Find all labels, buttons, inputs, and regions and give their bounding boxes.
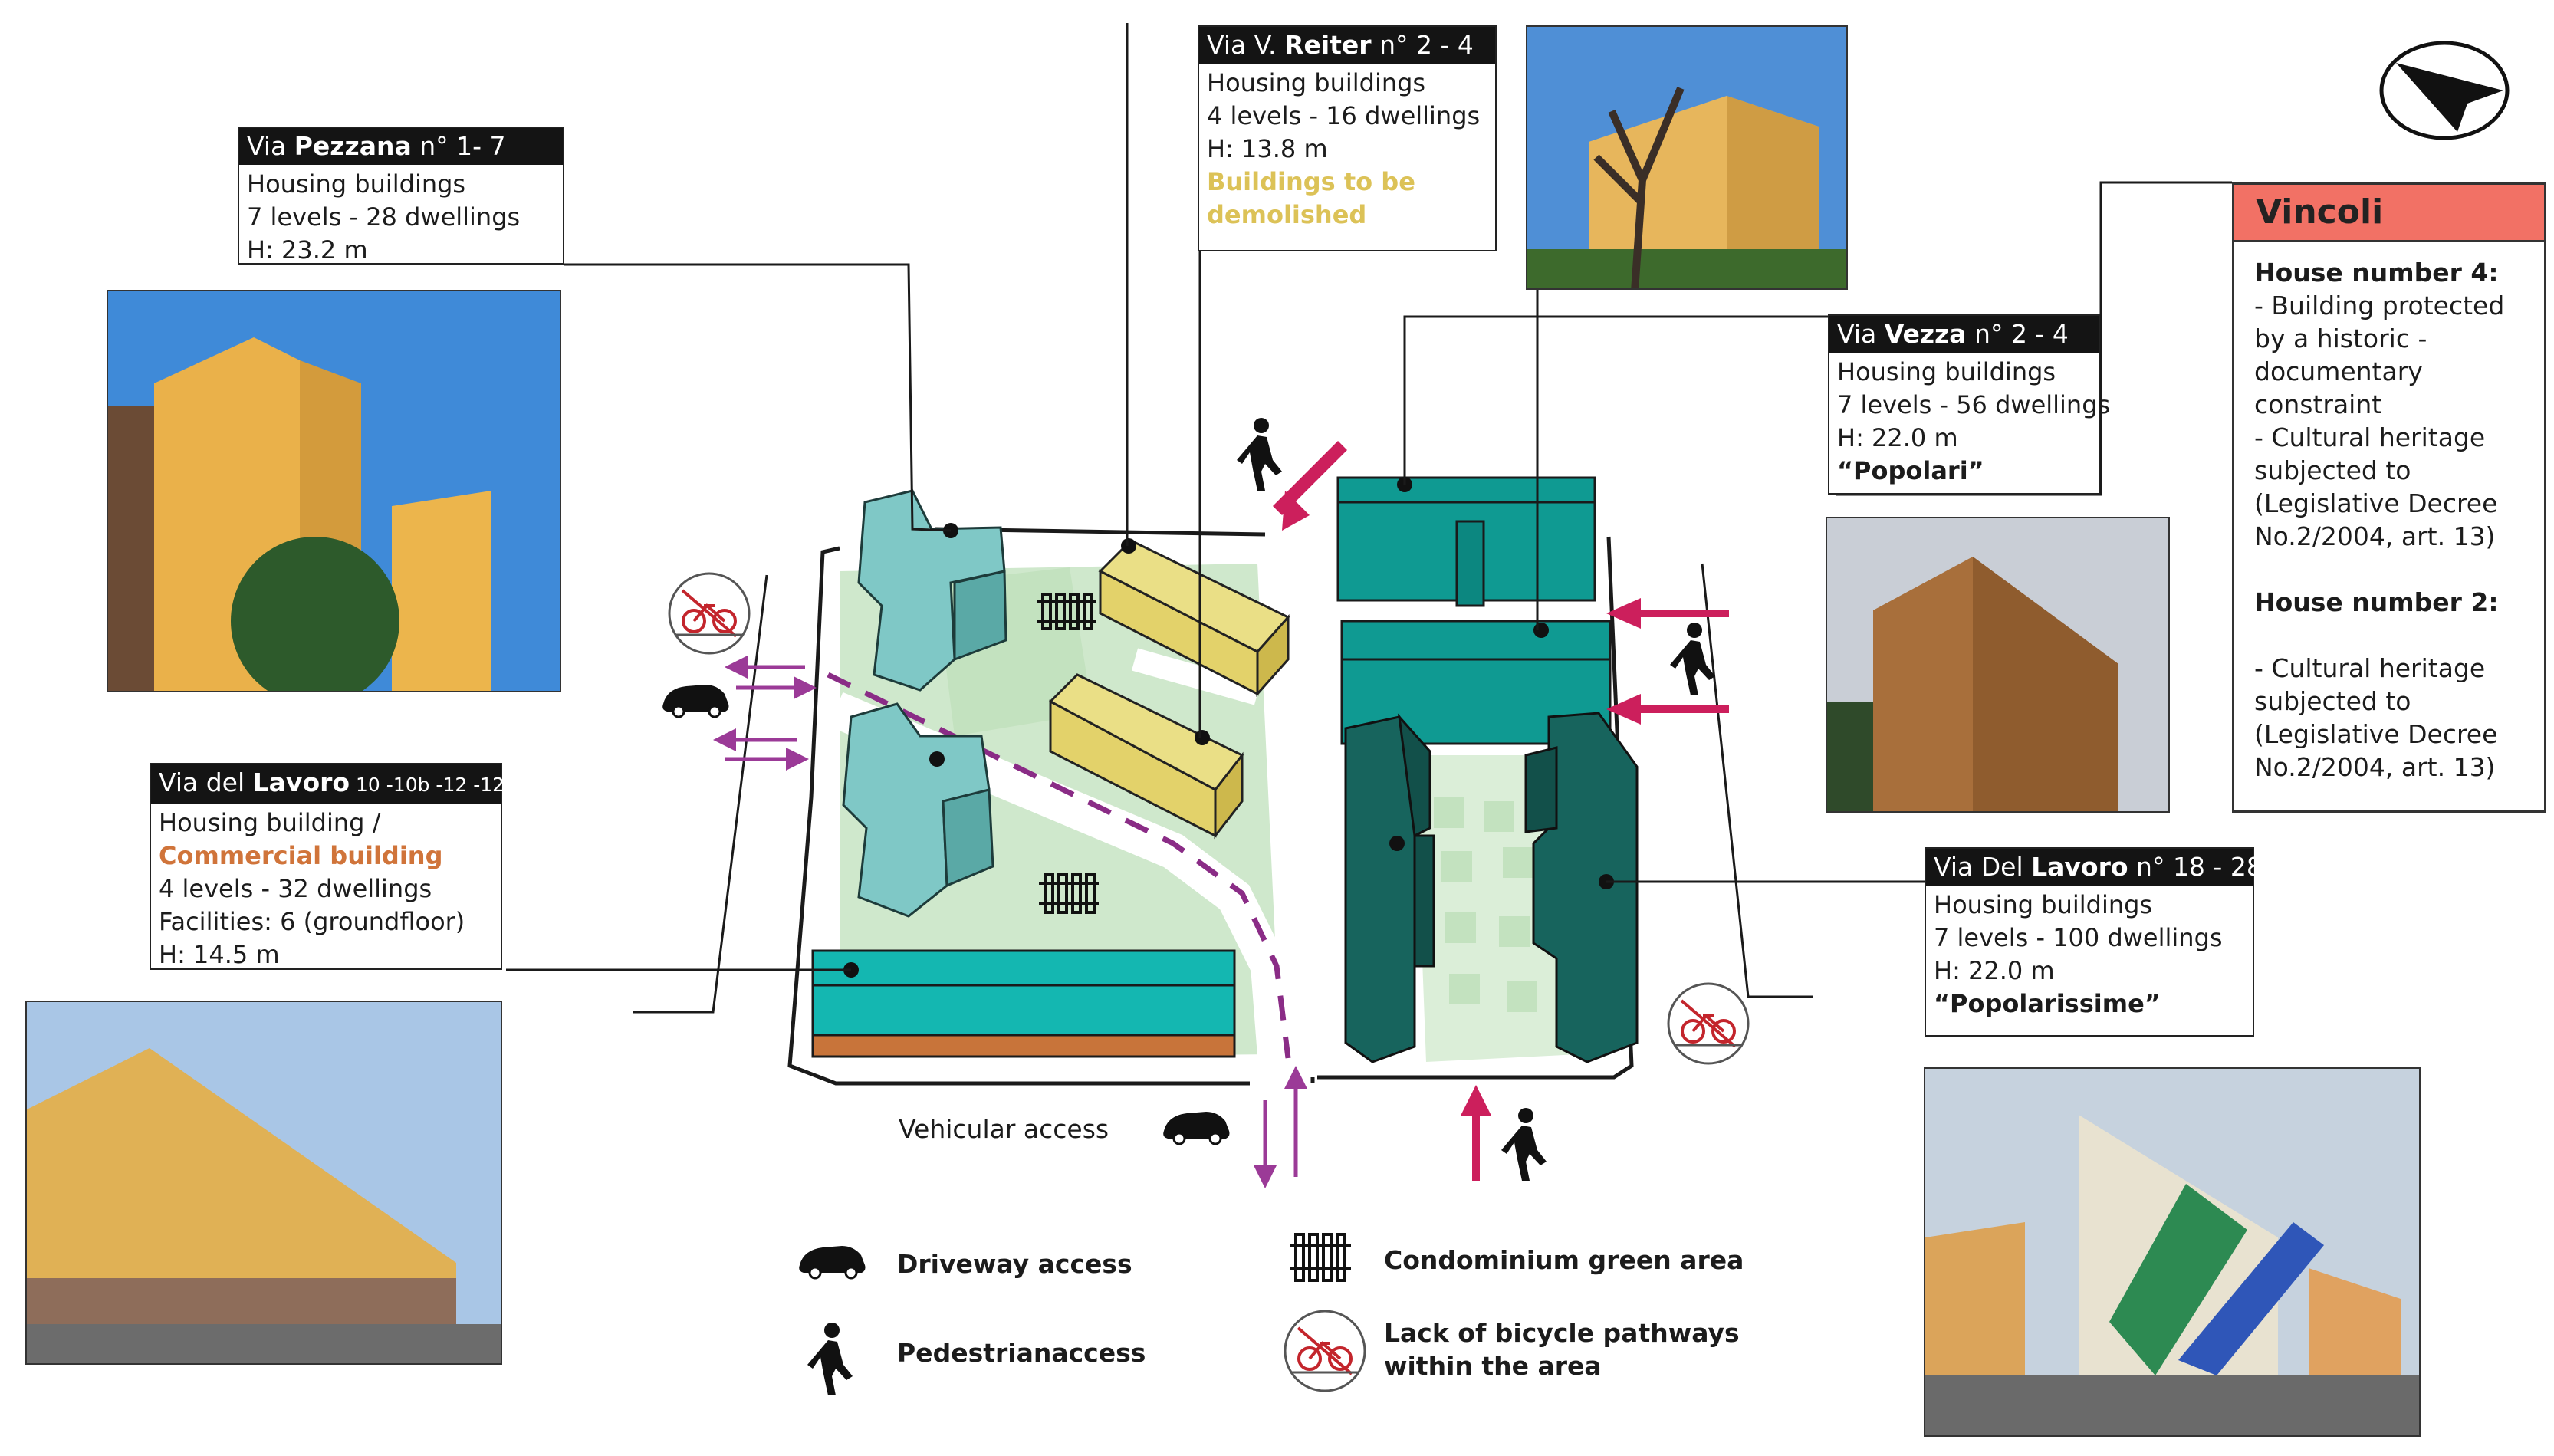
constraint-line: No.2/2004, art. 13): [2254, 521, 2496, 551]
card-line: 4 levels - 16 dwellings: [1207, 101, 1481, 130]
photo-via-pezzana: [107, 290, 561, 692]
card-line: H: 22.0 m: [1934, 956, 2055, 985]
building-vezza-north: [1336, 476, 1596, 607]
vincoli-panel: Vincoli House number 4: - Building prote…: [2232, 182, 2546, 813]
vehicular-access-label: Vehicular access: [899, 1114, 1109, 1144]
card-line: 7 levels - 56 dwellings: [1837, 390, 2111, 419]
car-icon: [1163, 1112, 1230, 1145]
internal-driveway: [827, 672, 1291, 1059]
constraint-line: by a historic -: [2254, 324, 2427, 353]
card-line: H: 14.5 m: [159, 940, 280, 969]
card-header: Via V. Reiter n° 2 - 4: [1199, 27, 1495, 64]
vehicle-arrows: [713, 656, 1307, 1188]
building-lavoro-west: [811, 949, 1236, 1058]
card-via-del-lavoro-east: Via Del Lavoro n° 18 - 28 Housing buildi…: [1925, 847, 2263, 1037]
no-bicycle-icon: [1667, 982, 1750, 1065]
photo-via-del-lavoro-east: [1924, 1067, 2421, 1437]
photo-via-reiter: [1526, 25, 1848, 290]
pedestrian-icon: [1237, 418, 1282, 491]
card-line: Housing buildings: [1207, 68, 1426, 97]
card-via-del-lavoro-west: Via del Lavoro 10 -10b -12 -12b Housing …: [150, 763, 517, 970]
card-line: 7 levels - 100 dwellings: [1934, 923, 2223, 952]
north-arrow-icon: [2379, 41, 2510, 140]
building-markers: [843, 477, 1614, 978]
fence-icon: [1039, 873, 1099, 914]
card-line: 4 levels - 32 dwellings: [159, 874, 432, 903]
constraint-line: subjected to: [2254, 455, 2411, 485]
card-line: Housing buildings: [247, 169, 466, 199]
constraint-line: documentary: [2254, 357, 2423, 386]
pedestrian-icon: [1670, 623, 1715, 695]
demolition-note: Buildings to be: [1207, 167, 1415, 196]
legend-bicycle-line: within the area: [1384, 1351, 1602, 1381]
pedestrian-icon: [807, 1323, 853, 1395]
card-line: Housing buildings: [1934, 890, 2153, 919]
building-reiter-south: [1048, 673, 1244, 840]
no-bicycle-icon: [668, 572, 751, 655]
constraint-line: constraint: [2254, 389, 2382, 419]
card-line: Housing building /: [159, 808, 381, 837]
card-line: H: 13.8 m: [1207, 134, 1328, 163]
constraint-line: (Legislative Decree: [2254, 719, 2498, 749]
constraint-line: - Building protected: [2254, 291, 2505, 320]
card-header: Via Pezzana n° 1- 7: [239, 128, 563, 165]
constraint-line: (Legislative Decree: [2254, 488, 2498, 518]
demolition-note: demolished: [1207, 200, 1367, 229]
photo-via-del-lavoro-west: [25, 1001, 502, 1365]
card-via-pezzana: Via Pezzana n° 1- 7 Housing buildings 7 …: [238, 127, 564, 265]
house-2-heading: House number 2:: [2254, 587, 2499, 617]
card-via-reiter: Via V. Reiter n° 2 - 4 Housing buildings…: [1198, 25, 1497, 251]
photo-via-vezza: [1826, 517, 2170, 813]
legend-bicycle-label: Lack of bicycle pathways within the area: [1384, 1316, 1740, 1382]
pedestrian-arrows: [1273, 441, 1729, 1181]
legend-bicycle-line: Lack of bicycle pathways: [1384, 1318, 1740, 1348]
constraint-line: No.2/2004, art. 13): [2254, 752, 2496, 782]
card-header: Via del Lavoro 10 -10b -12 -12b: [151, 764, 517, 804]
card-line: Facilities: 6 (groundfloor): [159, 907, 465, 936]
card-header: Via Vezza n° 2 - 4: [1829, 316, 2099, 353]
car-icon: [662, 685, 729, 718]
legend-driveway-label: Driveway access: [897, 1249, 1132, 1279]
building-lavoro-east-west-wing: [1344, 713, 1435, 1063]
building-pezzana-north: [857, 489, 1007, 692]
card-header: Via Del Lavoro n° 18 - 28: [1926, 849, 2263, 886]
building-nickname: “Popolari”: [1837, 456, 1984, 485]
fence-icon: [1290, 1233, 1351, 1282]
green-patches: [1434, 797, 1537, 1012]
fence-icon: [1037, 593, 1096, 630]
pathway: [828, 692, 1295, 1067]
vincoli-title: Vincoli: [2234, 185, 2544, 242]
building-pezzana-south: [842, 702, 994, 918]
card-via-vezza: Via Vezza n° 2 - 4 Housing buildings 7 l…: [1828, 314, 2111, 495]
constraint-line: - Cultural heritage: [2254, 422, 2486, 452]
building-nickname: “Popolarissime”: [1934, 989, 2161, 1018]
commercial-note: Commercial building: [159, 841, 443, 870]
constraint-line: - Cultural heritage: [2254, 653, 2486, 683]
constraint-line: subjected to: [2254, 686, 2411, 716]
pathway-2: [1131, 648, 1261, 705]
building-lavoro-east-east-wing: [1524, 712, 1639, 1063]
pedestrian-icon: [1501, 1108, 1547, 1181]
no-bicycle-icon: [1284, 1310, 1366, 1392]
card-line: 7 levels - 28 dwellings: [247, 202, 521, 232]
card-line: H: 22.0 m: [1837, 423, 1958, 452]
house-4-heading: House number 4:: [2254, 258, 2499, 288]
card-line: Housing buildings: [1837, 357, 2056, 386]
building-reiter-north: [1098, 539, 1290, 697]
legend-pedestrian-label: Pedestrianaccess: [897, 1338, 1146, 1368]
legend-green-area-label: Condominium green area: [1384, 1245, 1744, 1275]
card-line: H: 23.2 m: [247, 235, 368, 265]
leader-lines: [506, 23, 2232, 1014]
site-boundary-west: [787, 546, 1250, 1086]
car-icon: [799, 1246, 866, 1280]
